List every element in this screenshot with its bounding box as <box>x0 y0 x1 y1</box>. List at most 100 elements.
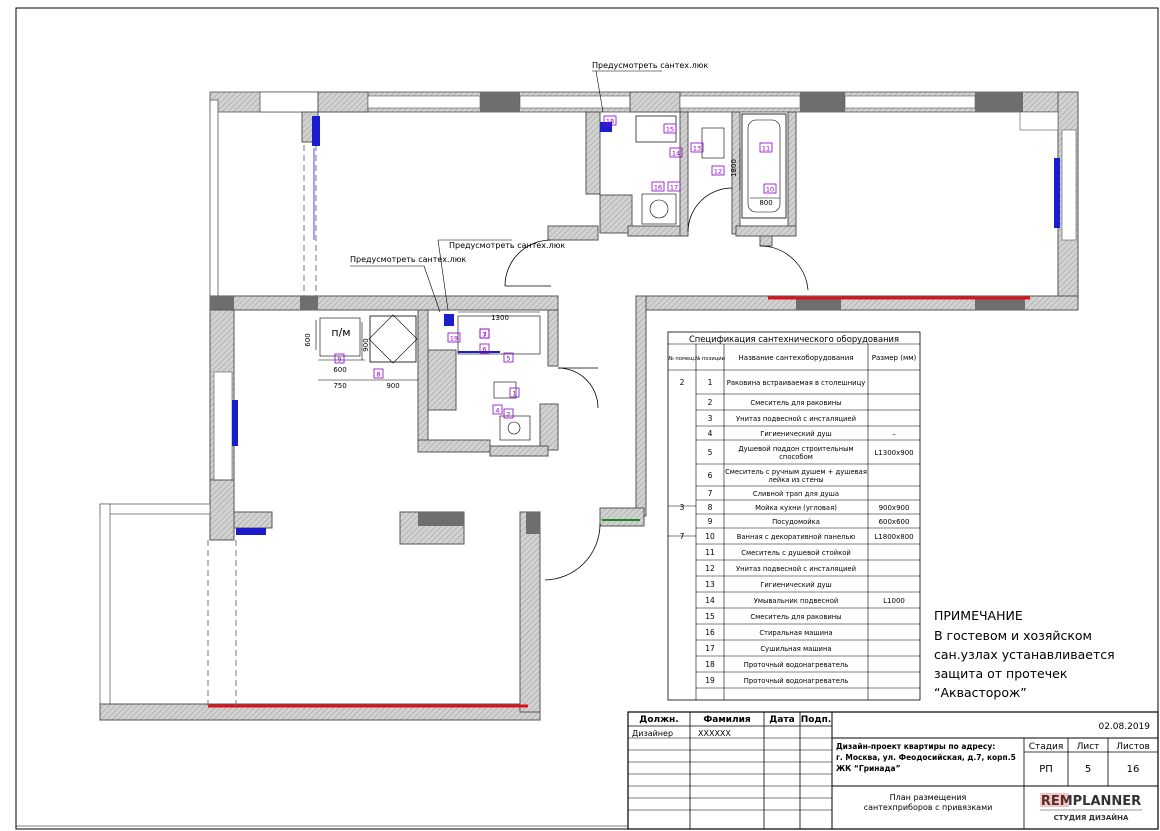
spec-cell-size: L1000 <box>883 597 905 605</box>
window <box>679 95 801 109</box>
spec-cell-name: Раковина встраиваемая в столешницу <box>727 379 866 387</box>
wall <box>489 445 549 457</box>
radiator <box>232 400 238 446</box>
callouts: Предусмотреть сантех.люк Предусмотреть с… <box>350 61 708 313</box>
tb-header-role: Должн. <box>639 715 678 725</box>
window <box>367 95 481 109</box>
spec-cell-position: 5 <box>708 448 713 457</box>
equipment-tag-number: 8 <box>376 370 380 378</box>
spec-cell-name: Смеситель для раковины <box>750 399 841 407</box>
dim-label: 750 <box>333 382 346 390</box>
callout-label: Предусмотреть сантех.люк <box>449 241 565 250</box>
spec-cell-position: 10 <box>705 532 715 541</box>
equipment-tag-number: 10 <box>766 185 774 193</box>
title-block <box>627 711 1159 830</box>
spec-cell-position: 15 <box>705 612 715 621</box>
spec-cell-room: 7 <box>680 532 685 541</box>
window <box>519 95 631 109</box>
equipment-tag: 1 <box>509 387 520 398</box>
spec-cell-size: 600x600 <box>879 518 910 526</box>
note-line: сан.узлах устанавливается <box>934 647 1115 662</box>
spec-cell-name: Умывальник подвесной <box>754 597 839 605</box>
washbasin <box>499 415 531 441</box>
tb-sheets-header: Листов <box>1116 742 1150 752</box>
kitchen-sink <box>369 315 417 363</box>
spec-cell-name: Сушильная машина <box>760 645 831 653</box>
spec-cell-name: Ванная с декоративной панелью <box>737 533 856 541</box>
wall <box>317 91 369 113</box>
spec-cell-name: Унитаз подвесной с инсталяцией <box>736 565 856 573</box>
window <box>844 95 976 109</box>
floor-plan: 600 600 750 900 900 1300 1800 800 п/м Пр… <box>99 61 1079 721</box>
note-line: В гостевом и хозяйском <box>934 628 1092 643</box>
radiator <box>312 116 320 146</box>
spec-table-row: 3 Унитаз подвесной с инсталяцией <box>696 414 920 427</box>
dishwasher <box>319 317 361 357</box>
dimension-lines <box>315 148 780 381</box>
spec-cell-name: Гигиенический душ <box>760 581 832 589</box>
tb-name: XXXXXX <box>698 729 731 738</box>
equipment-tag-number: 2 <box>506 410 510 418</box>
spec-cell-position: 4 <box>708 429 713 438</box>
equipment-tag: 6 <box>479 343 490 354</box>
spec-cell-position: 3 <box>708 414 713 423</box>
equipment-tag-number: 18 <box>606 117 614 125</box>
wall <box>585 111 601 195</box>
tb-project-line: Дизайн-проект квартиры по адресу: <box>836 742 995 751</box>
equipment-tag: 19 <box>447 332 461 343</box>
dim-label: 600 <box>304 333 312 346</box>
brand-logo-accent <box>1040 793 1069 807</box>
dim-label: 900 <box>386 382 399 390</box>
dim-label: 900 <box>362 338 370 351</box>
spec-cell-name: Смеситель для раковины <box>750 613 841 621</box>
wall <box>519 511 541 713</box>
callout-label: Предусмотреть сантех.люк <box>350 255 466 264</box>
equipment-tag-number: 9 <box>337 355 341 363</box>
tb-project-line: ЖК “Гринада” <box>836 764 901 773</box>
wall <box>735 225 797 237</box>
water-heater <box>444 314 454 326</box>
callout-label: Предусмотреть сантех.люк <box>592 61 708 70</box>
equipment-tag: 2 <box>503 408 514 419</box>
bathtub <box>741 113 787 219</box>
equipment-tag-number: 3 <box>482 330 486 338</box>
spec-cell-name: Сливной трап для душа <box>753 490 839 498</box>
spec-cell-name: способом <box>779 453 813 461</box>
spec-cell-name: Мойка кухни (угловая) <box>755 504 837 512</box>
spec-table-row: 15 Смеситель для раковины <box>696 612 920 625</box>
equipment-tag-number: 5 <box>506 354 510 362</box>
wall <box>629 91 681 113</box>
toilet <box>493 381 517 399</box>
note-block: ПРИМЕЧАНИЕ В гостевом и хозяйском сан.уз… <box>934 608 1115 700</box>
spec-cell-name: Проточный водонагреватель <box>744 661 848 669</box>
equipment-tag-number: 7 <box>482 330 486 338</box>
spec-table: Спецификация сантехнического оборудовани… <box>667 331 921 701</box>
spec-header-cell: Название сантехоборудования <box>739 354 854 362</box>
wall <box>547 225 599 241</box>
spec-table-title: Спецификация сантехнического оборудовани… <box>689 334 899 344</box>
spec-header-cell: Размер (мм) <box>872 354 917 362</box>
equipment-tag-number: 15 <box>666 125 674 133</box>
spec-cell-size: – <box>892 430 896 438</box>
dim-label: 600 <box>333 366 346 374</box>
title-block-text: Должн. Фамилия Дата Подп. Дизайнер XXXXX… <box>632 715 1150 822</box>
wall <box>480 92 520 112</box>
spec-cell-position: 9 <box>708 517 713 526</box>
spec-cell-name: Унитаз подвесной с инсталяцией <box>736 415 856 423</box>
spec-cell-name: Смеситель с ручным душем + душевая <box>725 468 867 476</box>
